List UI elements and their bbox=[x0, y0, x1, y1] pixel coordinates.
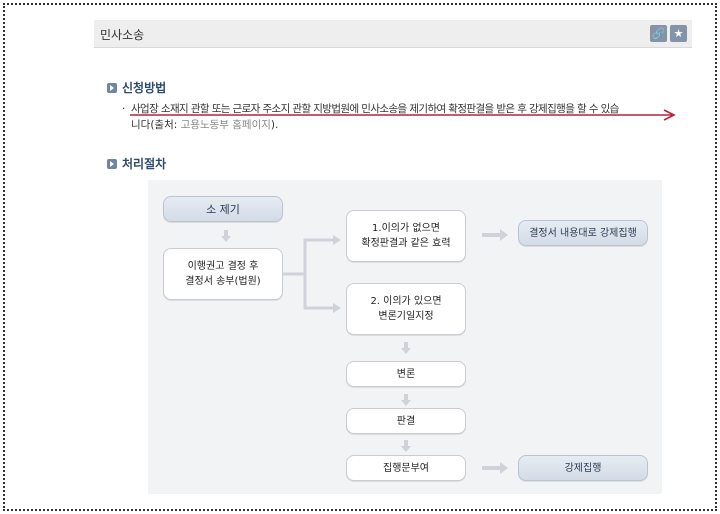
line2-suffix: ). bbox=[270, 119, 279, 131]
flow-step-label: 강제집행 bbox=[564, 462, 602, 474]
flow-step-enforcement: 강제집행 bbox=[518, 455, 648, 481]
flow-step-label: 변론 bbox=[396, 368, 416, 380]
flow-step-label: 결정서 송부(법원) bbox=[185, 276, 261, 287]
arrow-down-icon bbox=[221, 230, 231, 242]
description-line-1: 사업장 소재지 관할 또는 근로자 주소지 관할 지방법원에 민사소송을 제기하… bbox=[131, 103, 619, 115]
flow-step-label: 집행문부여 bbox=[383, 462, 429, 474]
flow-step-judgment: 판결 bbox=[346, 408, 466, 434]
flow-step-label: 확정판결과 같은 효력 bbox=[361, 238, 451, 249]
flow-step-label: 결정서 내용대로 강제집행 bbox=[529, 227, 637, 239]
section-heading-apply: 신청방법 bbox=[107, 79, 166, 96]
flow-step-argument: 변론 bbox=[346, 361, 466, 387]
arrow-right-icon bbox=[482, 462, 508, 474]
section-heading-process: 처리절차 bbox=[107, 155, 166, 172]
flow-step-label: 판결 bbox=[396, 415, 416, 427]
link-icon[interactable]: 🔗 bbox=[650, 25, 667, 42]
annotation-underline-arrow bbox=[130, 109, 676, 121]
section-heading-text: 신청방법 bbox=[122, 81, 167, 95]
flow-step-label: 이행권고 결정 후 bbox=[187, 261, 259, 272]
section-bullet-icon bbox=[107, 83, 117, 93]
flow-step-objection: 2. 이의가 있으면 변론기일지정 bbox=[346, 283, 466, 335]
flow-step-start: 소 제기 bbox=[163, 196, 283, 222]
star-icon[interactable]: ★ bbox=[670, 25, 687, 42]
description-line-2: 니다(출처: 고용노동부 홈페이지). bbox=[131, 117, 278, 134]
section-heading-text: 처리절차 bbox=[122, 157, 167, 171]
flow-step-label: 변론기일지정 bbox=[378, 311, 434, 322]
flow-step-send: 이행권고 결정 후 결정서 송부(법원) bbox=[163, 248, 283, 300]
source-link[interactable]: 고용노동부 홈페이지 bbox=[180, 119, 271, 131]
arrow-right-icon bbox=[482, 229, 508, 241]
arrow-down-icon bbox=[401, 342, 411, 354]
flow-step-enforce-by-decision: 결정서 내용대로 강제집행 bbox=[518, 220, 648, 246]
flow-step-label: 1.이의가 없으면 bbox=[372, 223, 440, 234]
flow-step-writ: 집행문부여 bbox=[346, 455, 466, 481]
bullet-dot: · bbox=[122, 103, 126, 115]
section-bullet-icon bbox=[107, 159, 117, 169]
page-frame bbox=[3, 3, 717, 511]
line2-prefix: 니다(출처: bbox=[131, 119, 181, 131]
arrow-down-icon bbox=[401, 394, 411, 406]
flow-step-no-objection: 1.이의가 없으면 확정판결과 같은 효력 bbox=[346, 210, 466, 262]
branch-connector bbox=[283, 235, 341, 313]
flow-step-label: 소 제기 bbox=[206, 202, 240, 216]
page-title: 민사소송 bbox=[100, 28, 145, 42]
title-bar: 민사소송 🔗 ★ bbox=[94, 20, 692, 48]
flow-step-label: 2. 이의가 있으면 bbox=[370, 296, 442, 307]
arrow-down-icon bbox=[401, 440, 411, 452]
